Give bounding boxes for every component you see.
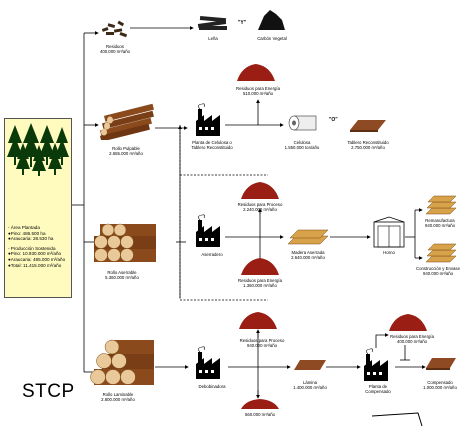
saw-logs-icon — [94, 223, 156, 262]
area-pino: ●Pino: 486.500 ha — [8, 230, 46, 236]
residue-chips-icon — [101, 20, 128, 38]
prod-total: ●Total: 11.415.000 m³/año — [8, 262, 62, 268]
kiln-icon — [373, 216, 405, 248]
or-separator-o: "O" — [329, 117, 338, 123]
corner-outline-shape — [371, 412, 423, 427]
debobinadora-label: Debobinadora — [198, 384, 226, 389]
charcoal-icon — [258, 10, 285, 30]
peeler-factory-icon — [196, 346, 220, 379]
construction-lumber-icon — [425, 243, 457, 263]
horno-label: Horno — [383, 250, 395, 255]
prod-title: - Producción Sostenida — [8, 245, 56, 251]
forest-stats: - Área Plantada ●Pino: 486.500 ha ●Arauc… — [8, 225, 65, 268]
or-separator-y: "Y" — [238, 20, 247, 26]
veneer-sheet-icon — [294, 360, 326, 370]
prod-pino: ●Pino: 10.930.000 m³/año — [8, 251, 62, 257]
prod-araucaria: ●Araucaria: 485.000 m³/año — [8, 256, 66, 262]
firewood-icon — [197, 15, 227, 30]
process-residue-pile-1 — [241, 182, 279, 199]
pulp-roll-icon — [288, 115, 317, 131]
bottom-residue-pile — [241, 399, 279, 409]
area-araucaria: ●Araucaria: 28.530 ha — [8, 236, 54, 242]
plywood-factory-icon — [364, 348, 388, 381]
stcp-logo: STCP — [22, 381, 75, 402]
plywood-panel-icon — [426, 358, 456, 370]
energy-residue-pile-3 — [389, 314, 427, 331]
pulp-logs-icon — [99, 103, 154, 140]
aserradero-label: Aserradero — [201, 252, 223, 257]
area-title: - Área Plantada — [8, 225, 40, 230]
pine-forest-icon — [7, 123, 69, 176]
res-bottom-label: 560.000 m³/año — [244, 412, 276, 417]
energy-residue-pile-2 — [241, 258, 279, 275]
process-residue-pile-2 — [239, 312, 277, 329]
veneer-logs-icon — [90, 339, 154, 385]
sawn-lumber-icon — [287, 229, 329, 245]
sawmill-factory-icon — [196, 214, 220, 247]
lena-label: Leña — [208, 36, 218, 41]
forest-box — [4, 118, 72, 298]
energy-residue-pile-1 — [237, 64, 275, 81]
pulp-mill-factory-icon — [196, 103, 220, 136]
carbon-label: Carbón Vegetal — [257, 36, 287, 41]
board-panel-icon — [350, 120, 386, 132]
remanufacture-lumber-icon — [425, 195, 457, 215]
